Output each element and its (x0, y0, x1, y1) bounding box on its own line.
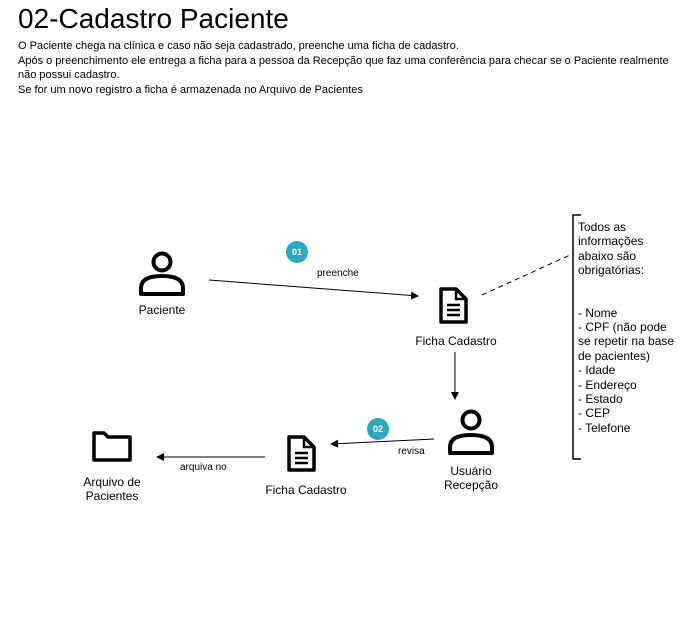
user-icon[interactable] (139, 251, 185, 296)
description-line-2: Após o preenchimento ele entrega a ficha… (18, 54, 669, 82)
node-label-arquivo-de-pacientes: Arquivo de Pacientes (72, 475, 152, 503)
step-badge-01: 01 (286, 241, 308, 263)
node-label-paciente: Paciente (138, 303, 186, 317)
note-line: Todos as (578, 220, 627, 234)
edge-revisa (330, 438, 435, 448)
note-item: - Nome (578, 305, 618, 320)
note-item: - Endereço (578, 377, 637, 392)
required-fields-note: Todos as informações abaixo são obrigató… (578, 220, 678, 435)
step-badge-02: 02 (367, 418, 389, 440)
node-label-ficha-cadastro-top: Ficha Cadastro (415, 334, 497, 348)
note-item: - Estado (578, 392, 623, 407)
note-bracket (572, 214, 581, 460)
description-line-1: O Paciente chega na clínica e caso não s… (18, 40, 459, 52)
node-label-arquivo-line-2: Pacientes (85, 489, 139, 503)
note-line: informações (578, 234, 644, 249)
node-label-usuario-recepcao-line-1: Usuário (450, 464, 492, 478)
document-icon[interactable] (439, 287, 468, 324)
node-label-arquivo-line-1: Arquivo de (83, 475, 141, 489)
note-item: - Telefone (578, 420, 631, 435)
note-connector (481, 254, 571, 296)
node-label-usuario-recepcao-line-2: Recepção (443, 478, 499, 492)
user-icon[interactable] (448, 409, 494, 455)
description-line-3: Se for um novo registro a ficha é armaze… (18, 83, 363, 96)
edge-label-preenche: preenche (317, 268, 359, 279)
edge-label-revisa: revisa (398, 446, 425, 457)
note-item: - CEP (578, 406, 611, 421)
note-item: - CPF (não pode se repetir na base de pa… (578, 320, 675, 363)
page-title: 02-Cadastro Paciente (18, 3, 289, 34)
document-icon[interactable] (287, 435, 316, 472)
note-line: abaixo são (578, 248, 637, 263)
edge-label-arquiva-no: arquiva no (180, 462, 227, 473)
node-label-ficha-cadastro-bottom: Ficha Cadastro (265, 483, 347, 497)
node-label-usuario-recepcao: Usuário Recepção (431, 464, 511, 492)
folder-icon[interactable] (92, 431, 132, 462)
note-item: - Idade (578, 363, 616, 378)
description: O Paciente chega na clínica e caso não s… (18, 39, 688, 97)
edge-preenche (208, 279, 419, 300)
note-spacer (578, 278, 678, 306)
note-line: obrigatórias: (578, 263, 645, 278)
